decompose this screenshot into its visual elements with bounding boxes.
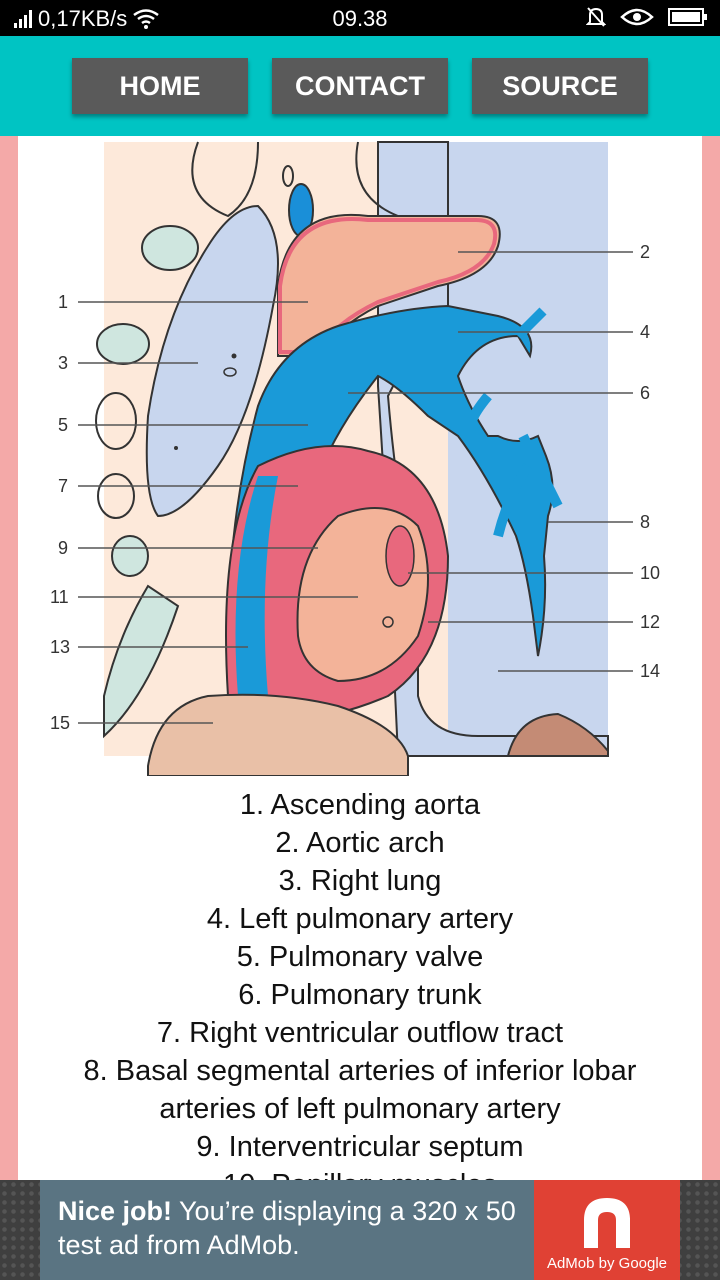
ad-text-panel (40, 1180, 534, 1280)
status-right (586, 6, 708, 28)
contact-button[interactable]: CONTACT (272, 58, 448, 114)
nav-bar: HOME CONTACT SOURCE (0, 36, 720, 136)
ad-bold-text: Nice job! (58, 1196, 173, 1226)
status-bar: 0,17KB/s 09.38 (0, 0, 720, 36)
label-11: 11 (50, 587, 69, 607)
ad-text: Nice job! You’re displaying a 320 x 50 t… (58, 1194, 528, 1262)
label-15: 15 (50, 713, 70, 733)
label-8: 8 (640, 512, 650, 532)
label-13: 13 (50, 637, 70, 657)
legend-item: 7. Right ventricular outflow tract (156, 1017, 564, 1049)
label-2: 2 (640, 242, 650, 262)
bell-muted-icon (586, 7, 606, 27)
ad-banner[interactable]: Nice job! You’re displaying a 320 x 50 t… (0, 1180, 720, 1280)
label-9: 9 (58, 538, 68, 558)
label-7: 7 (58, 476, 68, 496)
heart-diagram: 1 2 3 4 5 6 7 8 9 10 11 12 13 14 15 (50, 141, 660, 776)
legend-item: arteries of left pulmonary artery (159, 1093, 561, 1125)
content-card[interactable]: 1 2 3 4 5 6 7 8 9 10 11 12 13 14 15 1. A… (18, 136, 702, 1180)
source-button[interactable]: SOURCE (472, 58, 648, 114)
label-10: 10 (640, 563, 660, 583)
legend-item: 1. Ascending aorta (239, 789, 481, 821)
legend-item: 9. Interventricular septum (196, 1131, 524, 1163)
eye-icon (620, 8, 654, 26)
battery-icon (668, 8, 707, 26)
wifi-icon (133, 9, 160, 29)
admob-brand: AdMob by Google (546, 1255, 668, 1272)
label-1: 1 (58, 292, 68, 312)
legend-item: 8. Basal segmental arteries of inferior … (83, 1055, 637, 1087)
label-3: 3 (58, 353, 68, 373)
label-6: 6 (640, 383, 650, 403)
label-5: 5 (58, 415, 68, 435)
legend-item: 5. Pulmonary valve (236, 941, 484, 973)
admob-logo-icon (584, 1198, 630, 1248)
ad-body-text: You’re displaying a 320 x 50 test ad fro… (58, 1196, 516, 1260)
legend-item: 6. Pulmonary trunk (238, 979, 482, 1011)
admob-logo-panel[interactable]: AdMob by Google (534, 1180, 680, 1280)
clock: 09.38 (332, 6, 388, 31)
label-4: 4 (640, 322, 650, 342)
label-12: 12 (640, 612, 660, 632)
signal-icon (14, 10, 32, 28)
legend-list: 1. Ascending aorta 2. Aortic arch 3. Rig… (18, 786, 702, 1180)
label-14: 14 (640, 661, 660, 681)
legend-item: 4. Left pulmonary artery (206, 903, 514, 935)
legend-item: 10. Papillary muscles (18, 1166, 702, 1180)
home-button[interactable]: HOME (72, 58, 248, 114)
network-speed: 0,17KB/s (38, 6, 128, 31)
status-left: 0,17KB/s (14, 6, 160, 32)
legend-item: 2. Aortic arch (275, 827, 445, 859)
legend-item: 3. Right lung (278, 865, 442, 897)
